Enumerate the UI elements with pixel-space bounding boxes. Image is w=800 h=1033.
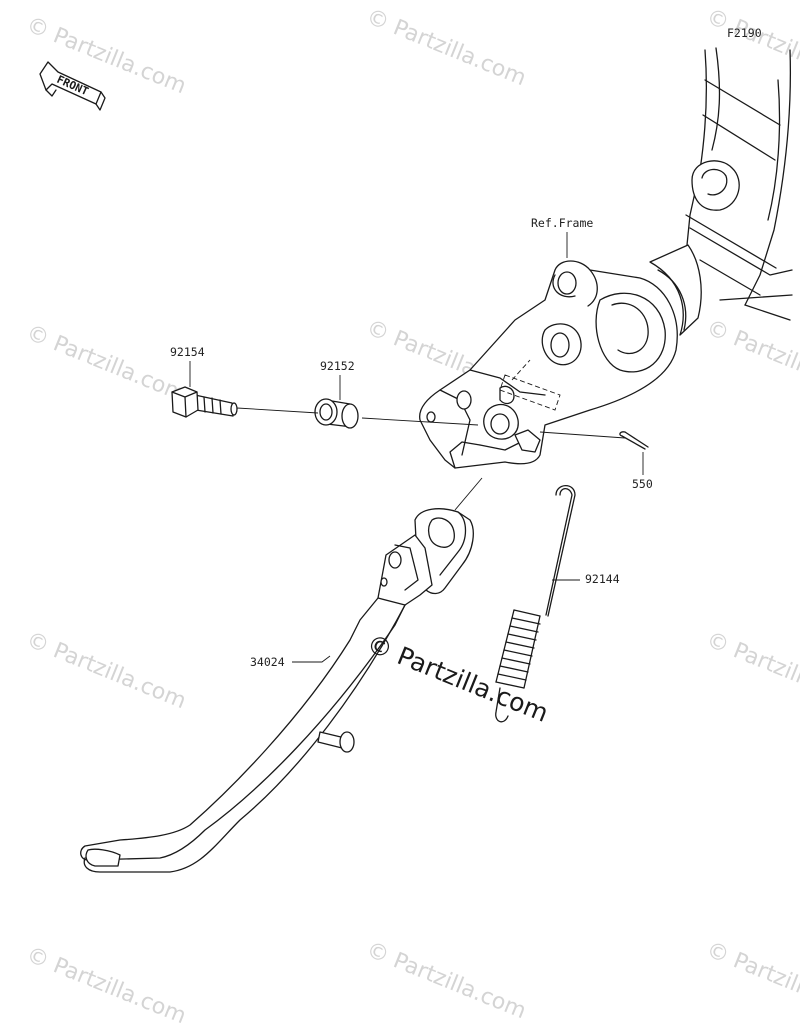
front-arrow-icon: FRONT (39, 61, 106, 111)
watermark: © Partzilla.com (23, 320, 190, 407)
pivot-center-line (236, 407, 626, 439)
watermark: © Partzilla.com (363, 4, 530, 91)
reference-dashed-box (499, 374, 561, 411)
watermark: © Partzilla.com (703, 627, 800, 714)
watermark: © Partzilla.com (703, 315, 800, 402)
watermark: © Partzilla.com (703, 4, 800, 91)
part-label-92144: 92144 (585, 572, 620, 586)
watermark: © Partzilla.com (703, 937, 800, 1024)
front-label: FRONT (55, 73, 91, 98)
leader-34024 (292, 655, 331, 663)
watermark-grid: © Partzilla.com © Partzilla.com © Partzi… (23, 4, 800, 1029)
watermark: © Partzilla.com (363, 937, 530, 1024)
frame-drawing (419, 47, 793, 469)
ref-frame-label: Ref.Frame (531, 216, 593, 230)
cotter-pin-part (619, 431, 649, 450)
center-watermark: © Partzilla.com (363, 629, 553, 728)
diagram-code: F2190 (727, 26, 762, 40)
spring-part (495, 484, 576, 723)
part-label-92152: 92152 (320, 359, 355, 373)
watermark: © Partzilla.com (23, 627, 190, 714)
part-label-550: 550 (632, 477, 653, 491)
reference-dashed-line (511, 359, 531, 381)
watermark: © Partzilla.com (23, 942, 190, 1029)
side-stand-part (80, 508, 474, 873)
part-label-34024: 34024 (250, 655, 285, 669)
bolt-part (171, 386, 238, 418)
stand-alignment-line (454, 477, 483, 511)
part-label-92154: 92154 (170, 345, 205, 359)
collar-part (314, 398, 359, 429)
